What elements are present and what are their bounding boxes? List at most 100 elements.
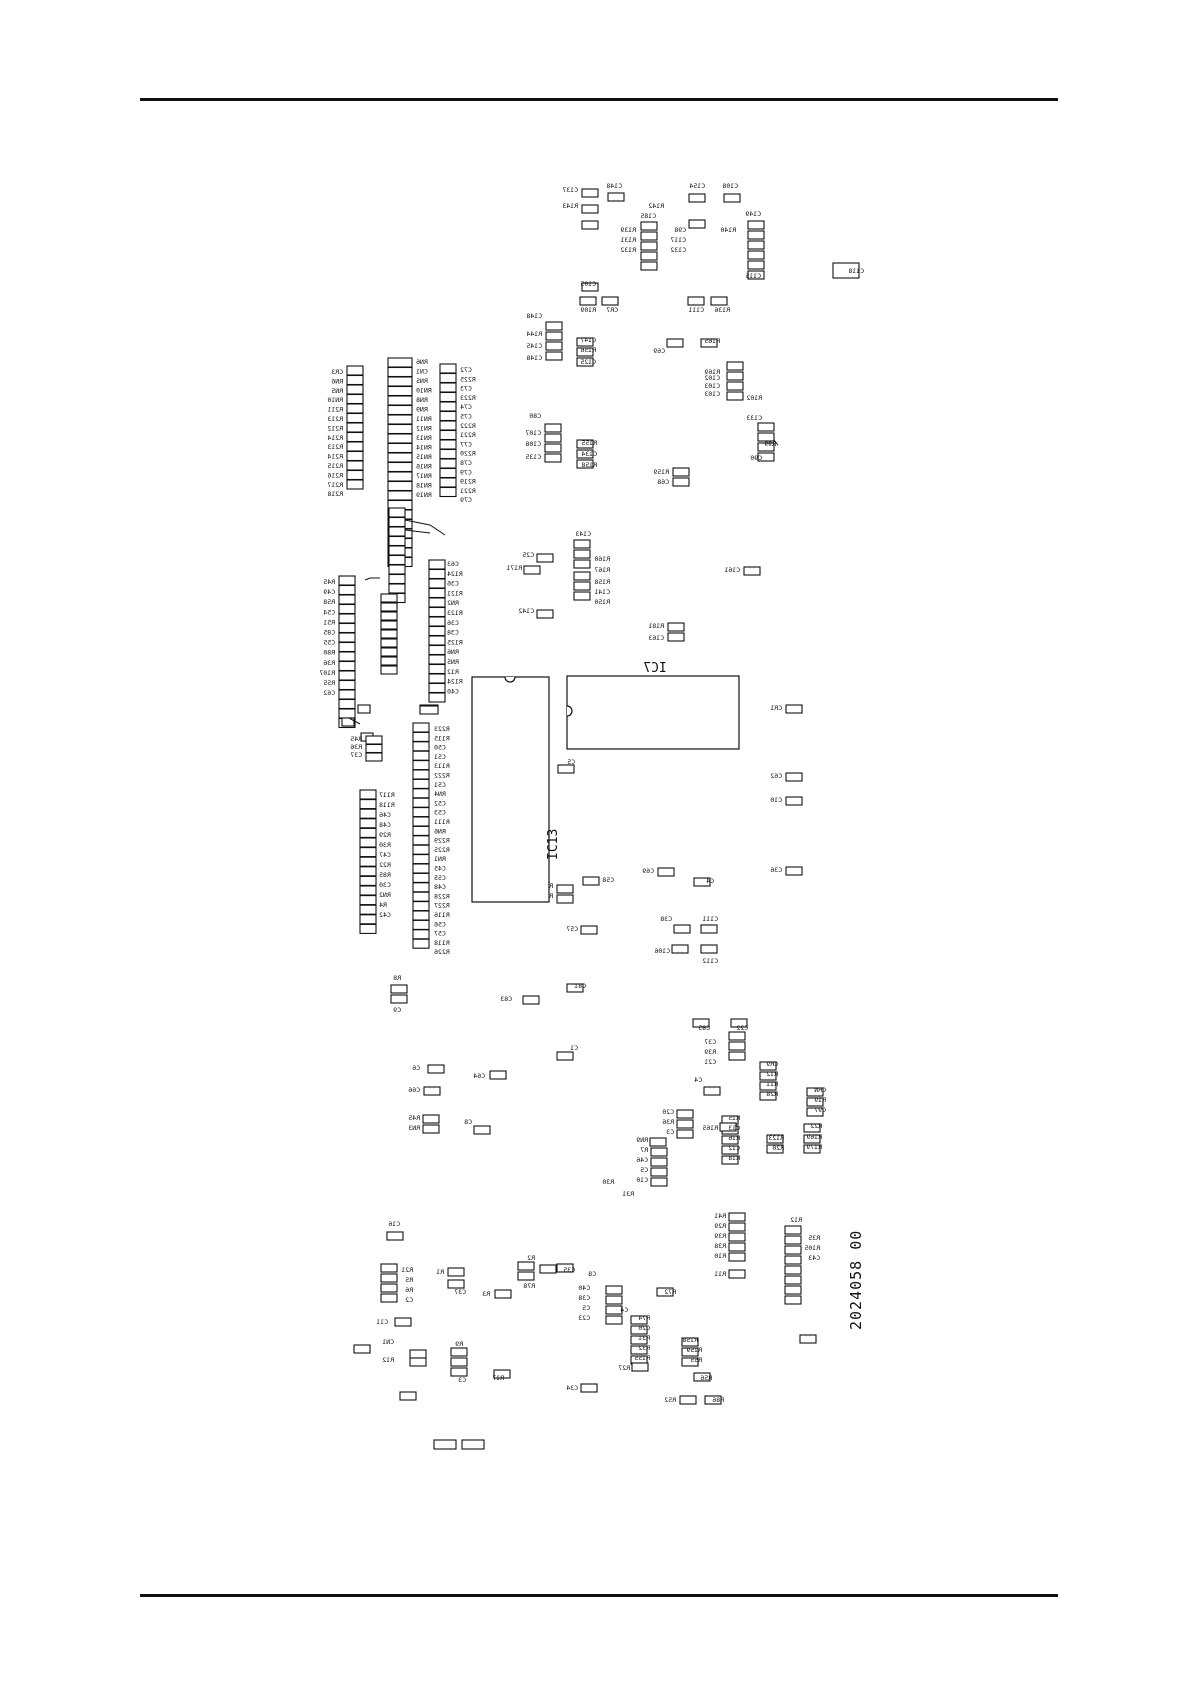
component-pad	[582, 876, 600, 886]
component-label: R51	[323, 618, 335, 626]
component-label: C36	[447, 580, 459, 588]
component-pad	[428, 616, 446, 627]
component-label: C51	[434, 781, 446, 789]
component-label: R125	[447, 638, 463, 646]
component-label: RN5	[416, 377, 428, 385]
component-pad	[700, 338, 718, 348]
component-label: R99	[764, 440, 776, 448]
component-label: C48	[379, 821, 391, 829]
component-label: C4	[694, 1076, 702, 1084]
component-pad	[380, 602, 398, 612]
component-pad	[576, 347, 594, 357]
component-pad	[359, 914, 377, 925]
component-pad	[757, 422, 775, 432]
component-pad	[650, 1167, 668, 1177]
component-label: R228	[434, 892, 450, 900]
component-pad	[650, 1157, 668, 1167]
component-label: R156	[580, 346, 596, 354]
component-label: R30	[379, 841, 391, 849]
component-label: R9	[455, 1340, 463, 1348]
component-label: R38	[714, 1242, 726, 1250]
component-label: R219	[460, 478, 476, 486]
component-label: RN6	[331, 377, 343, 385]
component-pad	[439, 401, 457, 412]
component-label: C8	[464, 1118, 472, 1126]
component-pad	[387, 490, 413, 501]
component-label: C68	[657, 478, 669, 486]
component-label: R2	[527, 1254, 535, 1262]
component-label: CR3	[331, 368, 343, 376]
component-label: RN11	[416, 415, 432, 423]
component-pad	[667, 632, 685, 642]
component-pad	[649, 1137, 667, 1147]
component-pad	[710, 296, 728, 306]
component-pad	[359, 866, 377, 877]
component-pad	[536, 609, 554, 619]
component-pad	[387, 357, 413, 368]
component-pad	[676, 1109, 694, 1119]
component-pad	[784, 1235, 802, 1245]
component-label: R221	[460, 431, 476, 439]
component-pad	[346, 422, 364, 433]
component-pad	[450, 1357, 468, 1367]
component-pad	[601, 296, 619, 306]
component-pad	[576, 449, 594, 459]
component-pad	[605, 1285, 623, 1295]
component-label: C23	[578, 1314, 590, 1322]
component-pad	[380, 1263, 398, 1273]
component-pad	[726, 361, 744, 371]
component-label: R5	[405, 1276, 413, 1284]
component-pad	[494, 1289, 512, 1299]
component-pad	[439, 382, 457, 393]
component-pad	[759, 1091, 777, 1101]
component-label: R36	[323, 659, 335, 667]
component-pad	[671, 944, 689, 954]
component-label: C13	[728, 1124, 740, 1132]
component-pad	[784, 1265, 802, 1275]
component-pad	[428, 559, 446, 570]
component-label: C35	[563, 1266, 575, 1274]
component-label: R21	[401, 1266, 413, 1274]
component-pad	[728, 1031, 746, 1041]
component-pad	[428, 606, 446, 618]
component-label: RN6	[434, 827, 446, 835]
component-pad	[721, 1155, 739, 1165]
component-label: R143	[562, 202, 578, 210]
component-label: R160	[594, 555, 610, 563]
component-pad	[461, 1439, 485, 1450]
component-labels: CR3RN6RN5RN10R211R213R212R214R213R214R21…	[319, 182, 864, 1404]
component-label: R222	[434, 772, 450, 780]
component-pad	[784, 1245, 802, 1255]
component-label: R225	[434, 846, 450, 854]
component-pad	[380, 656, 398, 666]
component-label: C105	[580, 280, 596, 288]
component-label: C108	[722, 182, 738, 190]
component-pad	[412, 797, 430, 808]
component-pad	[359, 895, 377, 906]
component-label: R132	[620, 246, 636, 254]
component-pad	[450, 1347, 468, 1357]
component-pad	[728, 1252, 746, 1262]
component-pad	[412, 919, 430, 930]
trace-line	[404, 519, 446, 536]
component-pad	[387, 414, 413, 425]
component-pad	[630, 1335, 648, 1345]
component-label: C53	[434, 809, 446, 817]
component-pad	[766, 1134, 784, 1144]
component-pad	[517, 1271, 535, 1281]
component-pad	[723, 193, 741, 203]
component-label: C79	[460, 468, 472, 476]
component-pad	[747, 250, 765, 260]
component-label: RN9	[636, 1136, 648, 1144]
header-rule	[140, 98, 1058, 101]
component-label: R74	[638, 1314, 650, 1322]
component-pad	[566, 983, 584, 993]
component-pad	[388, 507, 406, 518]
component-label: R181	[648, 622, 664, 630]
component-pad	[388, 554, 406, 566]
component-pad	[380, 593, 398, 603]
component-label: R36	[662, 1118, 674, 1126]
component-label: R159	[653, 468, 669, 476]
component-pad	[757, 442, 775, 452]
component-label: C57	[566, 925, 578, 933]
